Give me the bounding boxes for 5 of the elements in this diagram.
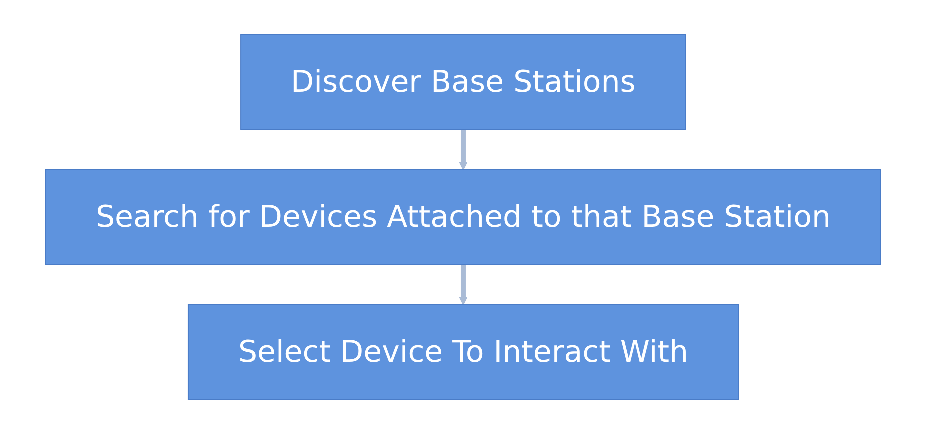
- node-box: Select Device To Interact With: [188, 304, 740, 400]
- arrow: [459, 265, 468, 306]
- node-box: Discover Base Stations: [240, 34, 686, 130]
- arrow: [459, 130, 468, 170]
- node-box: Search for Devices Attached to that Base Station: [46, 170, 882, 266]
